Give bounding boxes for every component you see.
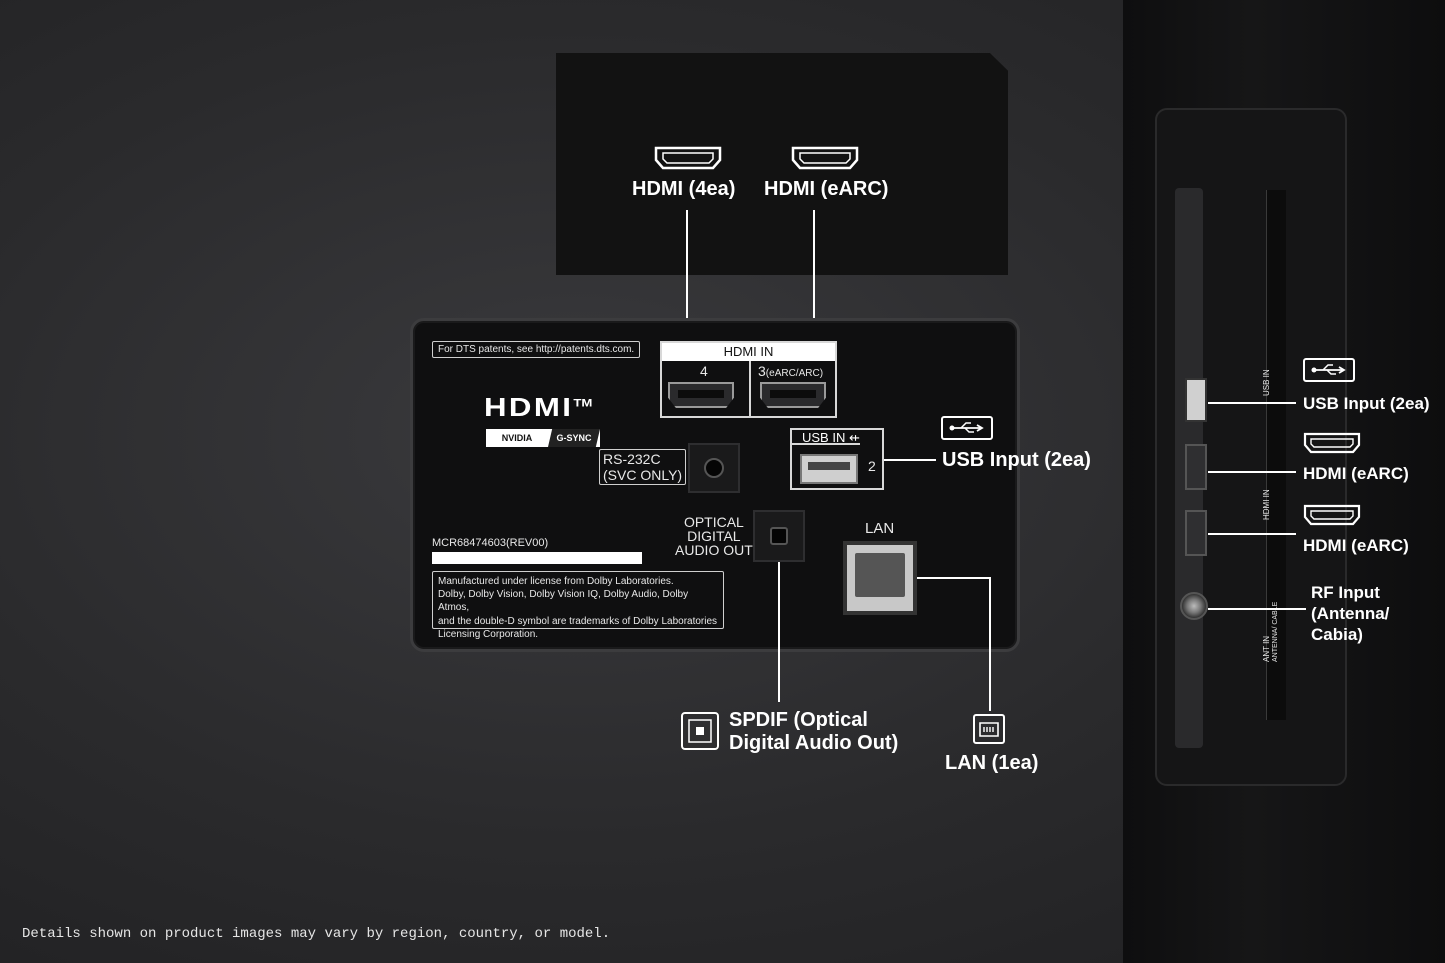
divider — [749, 361, 751, 418]
leader-line — [884, 459, 936, 461]
top-label-plate — [556, 53, 1008, 275]
lan-port — [843, 541, 917, 615]
hdmi-in-header: HDMI IN — [662, 343, 835, 361]
nvidia-logo: NVIDIA — [501, 433, 533, 443]
lan-1ea-label: LAN (1ea) — [945, 752, 1039, 774]
dolby-notice: Manufactured under license from Dolby La… — [432, 571, 724, 640]
nvidia-gsync-badge: NVIDIA G-SYNC — [486, 429, 600, 447]
side-hdmi-label-2: HDMI (eARC) — [1303, 536, 1409, 555]
model-code: MCR68474603(REV00) — [432, 537, 549, 549]
gsync-logo: G-SYNC — [548, 429, 600, 447]
usb-input-label: USB Input (2ea) — [942, 449, 1091, 471]
dts-notice: For DTS patents, see http://patents.dts.… — [432, 341, 641, 358]
hdmi-port-4-label: 4 — [700, 363, 708, 379]
rs232-jack — [704, 458, 724, 478]
hdmi-icon — [1303, 504, 1361, 526]
side-hdmi-port-2 — [1185, 510, 1207, 556]
side-hdmi-label-1: HDMI (eARC) — [1303, 464, 1409, 483]
hdmi-icon — [791, 146, 859, 170]
optical-label: OPTICAL DIGITAL AUDIO OUT — [675, 514, 753, 558]
usb-icon — [1303, 358, 1355, 382]
leader-line — [1208, 608, 1306, 610]
leader-line — [686, 210, 688, 342]
side-label-sticker — [1266, 190, 1286, 720]
side-usb-label: USB Input (2ea) — [1303, 394, 1430, 413]
hdmi-port-3 — [760, 382, 826, 408]
usb-icon — [941, 416, 993, 440]
leader-line — [813, 210, 815, 342]
side-ant-in-text: ANT IN — [1262, 635, 1271, 662]
disclaimer: Details shown on product images may vary… — [22, 926, 611, 942]
optical-audio-icon — [681, 712, 719, 750]
hdmi-icon — [1303, 432, 1361, 454]
leader-line — [1208, 402, 1296, 404]
rf-input-label: RF Input (Antenna/ Cabia) — [1311, 583, 1390, 644]
hdmi-port-3-label: 3(eARC/ARC) — [758, 363, 824, 379]
hdmi-icon — [654, 146, 722, 170]
leader-line — [917, 577, 991, 579]
side-hdmi-in-text: HDMI IN — [1262, 489, 1271, 520]
usb-port — [800, 454, 858, 484]
rf-connector — [1180, 592, 1208, 620]
leader-line — [1208, 533, 1296, 535]
side-usb-in-text: USB IN — [1262, 369, 1271, 396]
hdmi-in-block: HDMI IN 4 3(eARC/ARC) — [660, 341, 837, 418]
spdif-label: SPDIF (Optical Digital Audio Out) — [729, 709, 899, 754]
usb-port-number: 2 — [868, 458, 876, 474]
leader-line — [989, 577, 991, 711]
usb-in-block: USB IN ⇷ 2 — [790, 428, 884, 490]
side-antenna-cable-text: ANTENNA/ CABLE — [1272, 601, 1279, 662]
barcode-strip — [432, 552, 642, 564]
hdmi-earc-label: HDMI (eARC) — [764, 178, 889, 200]
lan-port-label: LAN — [865, 520, 895, 537]
leader-line — [1208, 471, 1296, 473]
rs232-port — [688, 443, 740, 493]
optical-jack — [770, 527, 788, 545]
side-usb-port — [1185, 378, 1207, 422]
usb-in-header: USB IN ⇷ — [792, 430, 860, 445]
hdmi-4ea-label: HDMI (4ea) — [632, 178, 736, 200]
leader-line — [778, 562, 780, 702]
optical-port — [753, 510, 805, 562]
lan-icon — [973, 714, 1005, 744]
hdmi-port-4 — [668, 382, 734, 408]
rs232-label: RS-232C (SVC ONLY) — [599, 449, 687, 485]
side-hdmi-port-1 — [1185, 444, 1207, 490]
hdmi-logo: HDMITM — [484, 392, 593, 422]
